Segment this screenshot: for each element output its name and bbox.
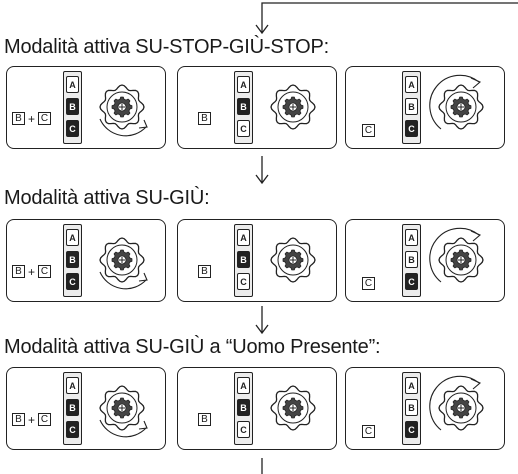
rotary-knob-counterclockwise-icon [428,374,494,446]
key-label-b: B [198,413,211,426]
remote-key-b: B [405,98,418,115]
rotary-knob-icon [260,226,326,298]
top-connector-arrow [255,2,518,35]
remote-key-c: C [237,421,250,438]
key-label-b: B [12,112,25,125]
plus-sign: + [28,412,36,427]
key-label-b: B [198,112,211,125]
remote-key-a: A [66,229,79,246]
remote-key-a: A [405,377,418,394]
section-title: Modalità attiva SU-STOP-GIÙ-STOP: [4,36,329,58]
key-label-b: B [12,413,25,426]
remote-key-a: A [237,377,250,394]
key-combination: B [198,413,211,426]
down-arrow [255,156,269,185]
key-label-b: B [198,265,211,278]
bottom-connector-line [261,458,263,474]
remote-key-a: A [237,229,250,246]
key-label-c: C [38,265,52,278]
remote-key-c: C [66,421,79,438]
remote-key-b: B [66,399,79,416]
key-combination: B+C [12,412,52,427]
key-combination: C [362,277,375,290]
remote-key-b: B [66,98,79,115]
rotary-knob-icon [260,374,326,446]
key-combination: B+C [12,111,52,126]
remote-key-c: C [405,273,418,290]
key-label-c: C [362,277,375,290]
remote-key-b: B [237,251,250,268]
key-combination: C [362,124,375,137]
plus-sign: + [28,264,36,279]
key-combination: B [198,265,211,278]
rotary-knob-counterclockwise-icon [428,226,494,298]
rotary-knob-icon [260,73,326,145]
remote-key-b: B [405,399,418,416]
remote-key-c: C [237,120,250,137]
remote-key-a: A [237,76,250,93]
section-title: Modalità attiva SU-GIÙ: [4,187,210,209]
remote-key-b: B [237,98,250,115]
section-title: Modalità attiva SU-GIÙ a “Uomo Presente”… [4,336,381,358]
remote-key-c: C [405,421,418,438]
key-label-c: C [362,124,375,137]
rotary-knob-clockwise-icon [89,226,155,298]
remote-key-c: C [237,273,250,290]
remote-key-c: C [66,120,79,137]
remote-key-b: B [237,399,250,416]
key-label-c: C [362,425,375,438]
remote-key-a: A [66,377,79,394]
key-label-c: C [38,413,52,426]
key-combination: B+C [12,264,52,279]
down-arrow [255,306,269,335]
remote-key-b: B [66,251,79,268]
rotary-knob-clockwise-icon [89,73,155,145]
rotary-knob-clockwise-icon [89,374,155,446]
remote-key-a: A [405,229,418,246]
key-combination: B [198,112,211,125]
remote-key-b: B [405,251,418,268]
key-label-b: B [12,265,25,278]
remote-key-a: A [405,76,418,93]
remote-key-a: A [66,76,79,93]
key-label-c: C [38,112,52,125]
key-combination: C [362,425,375,438]
rotary-knob-counterclockwise-icon [428,73,494,145]
plus-sign: + [28,111,36,126]
remote-key-c: C [66,273,79,290]
remote-key-c: C [405,120,418,137]
